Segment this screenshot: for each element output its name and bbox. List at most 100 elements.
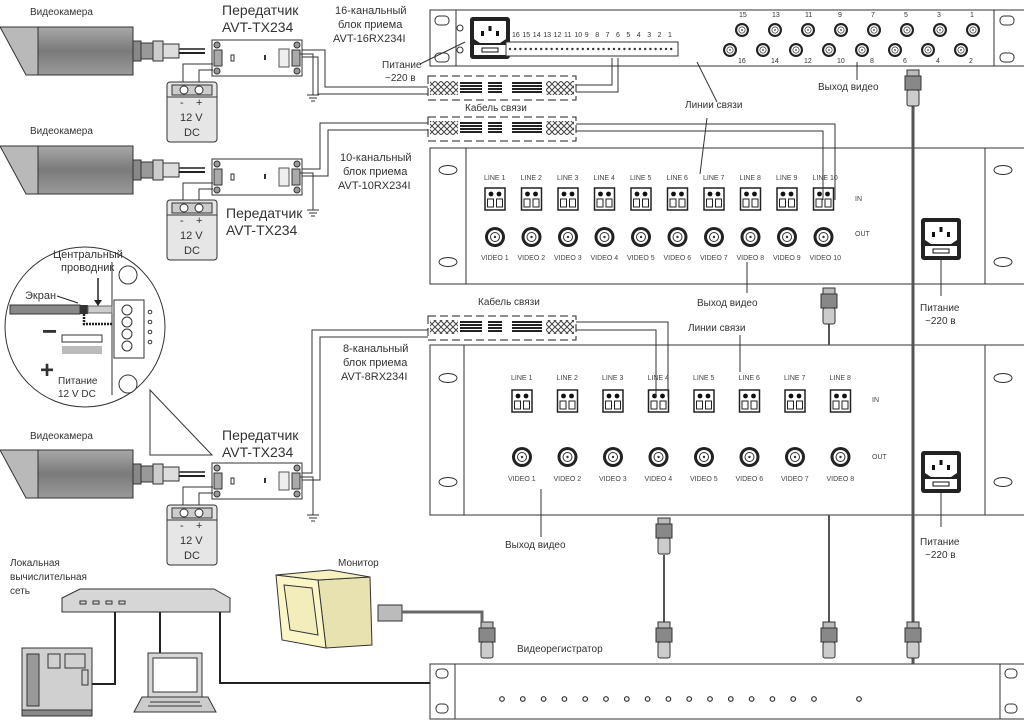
lan-label: Локальная (10, 558, 60, 569)
bnc-connector-icon (703, 226, 725, 248)
center-conductor-label: Центральный (53, 249, 123, 261)
dvr-led-icon (665, 696, 672, 702)
bnc-connector-icon (920, 42, 936, 58)
terminal-block-icon (784, 389, 806, 413)
server-icon (21, 647, 93, 717)
cable-label: Кабель связи (478, 296, 540, 308)
terminal-block-icon (484, 187, 506, 211)
terminal-block-icon (666, 187, 689, 211)
bnc-connector-icon (594, 226, 615, 248)
line-label: LINE 5 (630, 175, 652, 182)
in-label: IN (855, 196, 862, 203)
power-label: Питание (920, 303, 960, 314)
line-label: LINE 4 (648, 375, 670, 382)
terminal-block-icon (556, 389, 579, 413)
video-label: VIDEO 2 (518, 255, 546, 262)
bnc-connector-icon (866, 22, 882, 38)
terminal-block-icon (630, 187, 652, 211)
comm-cable-2 (302, 116, 836, 200)
terminal-pin (514, 47, 517, 51)
dvr-led-icon (499, 696, 505, 702)
rx8-label-2: блок приема (343, 357, 408, 369)
bnc-number: 8 (870, 58, 874, 65)
bnc-connector-icon (734, 22, 750, 38)
power-inlet-icon (469, 16, 511, 60)
rx16-label: 16-канальный (335, 5, 407, 17)
psu-voltage: 12 V (180, 230, 203, 242)
bnc-number: 14 (771, 58, 779, 65)
bnc-number: 10 (837, 58, 845, 65)
power-label-2: ~220 в (925, 550, 956, 561)
psu-polarity: + (196, 215, 202, 227)
dvr-led-icon (540, 696, 547, 702)
bnc-number: 3 (937, 12, 941, 19)
bnc-connector-icon (813, 226, 834, 248)
psu-polarity: + (196, 97, 202, 109)
terminal-pin (545, 47, 548, 51)
terminal-pin (519, 47, 522, 51)
bnc-connector-icon (899, 22, 915, 38)
dvr-led-icon (769, 696, 776, 702)
line-label: LINE 7 (784, 375, 806, 382)
bnc-connector-icon (887, 42, 903, 58)
camera-icon (0, 449, 206, 499)
inset-power-label-2: 12 V DC (58, 389, 96, 400)
video-label: VIDEO 8 (737, 255, 765, 262)
shield-label: Экран (25, 290, 56, 302)
rx8-label: 8-канальный (343, 343, 408, 355)
psu-polarity: + (196, 520, 202, 532)
bnc-connector-icon (667, 226, 688, 248)
terminal-pin (633, 47, 636, 51)
line-label: LINE 6 (667, 175, 689, 182)
line-label: LINE 1 (484, 175, 506, 182)
bnc-plug-icon (820, 621, 838, 659)
terminal-pin (592, 47, 595, 51)
psu-voltage: 12 V (180, 112, 203, 124)
terminal-pin (597, 47, 600, 51)
terminal-number: 4 (637, 32, 641, 39)
dvr-led-icon (748, 696, 755, 702)
dvr-led-icon (811, 696, 817, 702)
dvr-led-icon (623, 696, 630, 702)
comm-cable-1 (302, 49, 619, 101)
bnc-connector-icon (740, 226, 761, 248)
terminal-pin (638, 47, 642, 51)
rx10-model: AVT-10RX234I (338, 180, 411, 192)
rx16-model: AVT-16RX234I (333, 33, 406, 45)
bnc-connector-icon (630, 226, 652, 248)
bnc-connector-icon (521, 226, 542, 248)
bnc-number: 12 (804, 58, 812, 65)
video-out-label: Выход видео (818, 82, 879, 93)
camera-unit-2 (0, 145, 319, 261)
bnc-number: 11 (805, 12, 812, 19)
video-power-cables (478, 69, 922, 664)
terminal-pin (571, 47, 574, 51)
terminal-pin (529, 47, 532, 51)
bnc-plug-icon (478, 621, 496, 659)
annotation-leaders (419, 41, 942, 537)
terminal-pin (628, 47, 631, 51)
terminal-pin (524, 47, 527, 51)
monitor-label: Монитор (338, 558, 379, 569)
video-label: VIDEO 8 (827, 476, 855, 483)
terminal-pin (586, 47, 590, 51)
dvr-led-icon (603, 696, 609, 702)
center-conductor-label-2: проводник (61, 262, 114, 274)
terminal-pin (612, 47, 616, 51)
terminal-pin (534, 47, 538, 51)
transmitter-label: Передатчик (222, 2, 299, 18)
bnc-plug-icon (655, 517, 673, 555)
terminal-pin (540, 47, 543, 51)
terminal-number: 8 (595, 32, 599, 39)
terminal-number: 9 (585, 32, 589, 39)
camera-icon (0, 26, 206, 76)
transmitter-label: Передатчик (222, 427, 299, 443)
line-label: LINE 2 (557, 375, 579, 382)
terminal-block-icon (520, 187, 543, 211)
bnc-plug-icon (904, 621, 922, 659)
bnc-connector-icon (784, 446, 806, 468)
bnc-number: 4 (936, 58, 940, 65)
network-switch-icon (61, 588, 231, 613)
in-label: IN (872, 397, 879, 404)
